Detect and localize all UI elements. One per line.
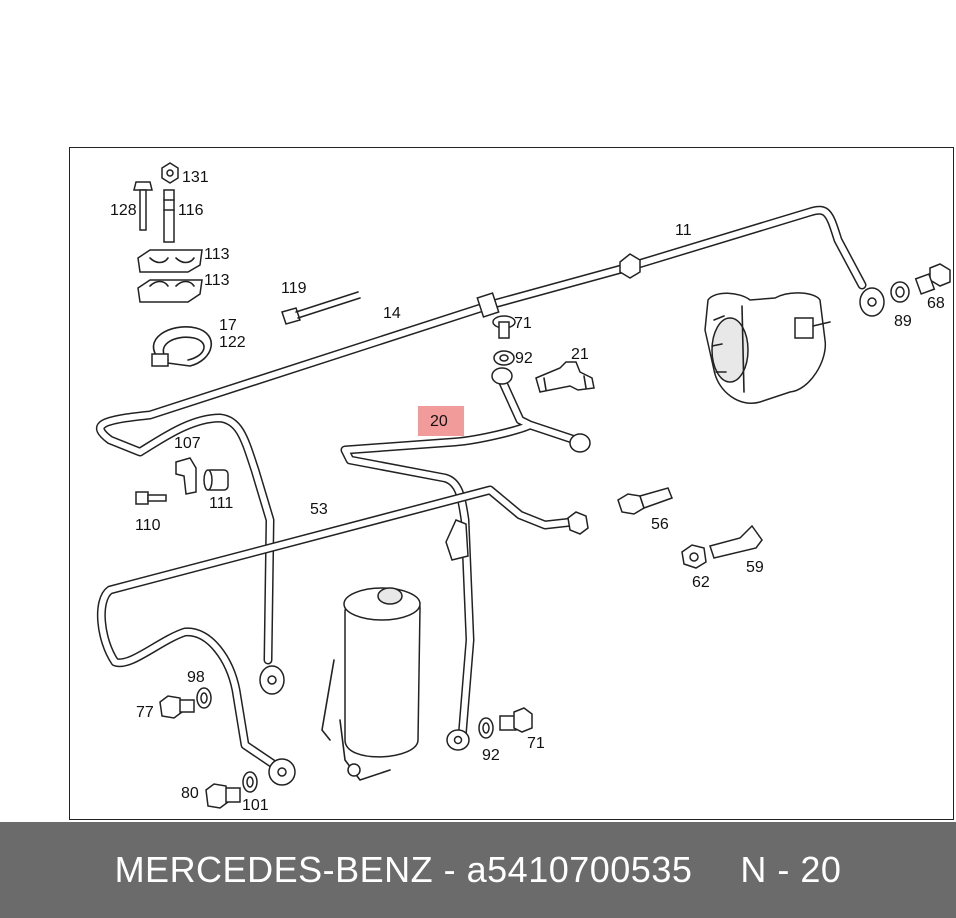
callout-21: 21 (571, 346, 589, 363)
hollow-bolt-71-upper (492, 315, 516, 339)
footer-caption: MERCEDES-BENZ - a5410700535 N - 20 (115, 849, 842, 891)
callout-62: 62 (692, 574, 710, 591)
injection-pump (704, 292, 831, 404)
callout-71-lower: 71 (527, 735, 545, 752)
fuel-line-14 (95, 263, 630, 695)
callout-14: 14 (383, 305, 401, 322)
callout-116: 116 (178, 202, 204, 219)
clip-17-122 (151, 326, 213, 367)
callout-17: 17 (219, 317, 237, 334)
callout-128: 128 (110, 202, 137, 219)
clamp-113-upper (137, 249, 203, 273)
part-number: a5410700535 (466, 849, 693, 890)
bracket-107 (175, 457, 197, 495)
nut-131 (161, 162, 179, 184)
t-connector-21 (535, 361, 595, 393)
callout-11: 11 (675, 222, 692, 239)
bolt-68 (914, 263, 951, 295)
callout-111: 111 (209, 495, 233, 512)
parts-diagram-frame (69, 147, 954, 820)
connector-59 (709, 524, 763, 559)
callout-107: 107 (174, 435, 201, 452)
callout-92-lower: 92 (482, 747, 500, 764)
callout-98: 98 (187, 669, 205, 686)
stud-116 (163, 189, 175, 243)
callout-89: 89 (894, 313, 912, 330)
callout-122: 122 (219, 334, 246, 351)
callout-92-upper: 92 (515, 350, 533, 367)
callout-113-upper: 113 (204, 246, 230, 263)
callout-77: 77 (136, 704, 154, 721)
bolt-128 (133, 181, 153, 231)
connector-56 (617, 487, 673, 515)
hollow-bolt-71-lower (499, 707, 533, 733)
bracket-filter (445, 519, 469, 561)
fuel-line-20-highlighted (340, 367, 591, 751)
footer-bar: MERCEDES-BENZ - a5410700535 N - 20 (0, 822, 956, 918)
callout-110: 110 (135, 517, 161, 534)
washer-92-upper (493, 350, 515, 366)
washer-98 (196, 687, 212, 709)
callout-119: 119 (281, 280, 307, 297)
callout-71-upper: 71 (514, 315, 532, 332)
fuel-line-53 (96, 485, 589, 786)
footer-separator: - (443, 849, 457, 890)
callout-131: 131 (182, 169, 209, 186)
washer-89 (890, 281, 910, 303)
washer-101 (242, 771, 258, 793)
clamp-113-lower (137, 279, 203, 303)
bolt-110 (135, 491, 167, 505)
callout-80: 80 (181, 785, 199, 802)
callout-113-lower: 113 (204, 272, 230, 289)
callout-56: 56 (651, 516, 669, 533)
diagram-reference: N - 20 (740, 849, 842, 890)
fuel-filter (321, 587, 421, 781)
bolt-80 (205, 783, 241, 809)
cable-tie-119 (281, 291, 361, 325)
callout-101: 101 (242, 797, 269, 814)
callout-20-highlighted: 20 (430, 413, 448, 430)
sleeve-111 (203, 469, 229, 491)
washer-92-lower (478, 717, 494, 739)
callout-68: 68 (927, 295, 945, 312)
nut-62 (681, 544, 707, 569)
bolt-77 (159, 695, 195, 719)
brand-name: MERCEDES-BENZ (114, 849, 434, 890)
callout-53: 53 (310, 501, 328, 518)
highlight-box-20 (418, 406, 464, 436)
exploded-parts-diagram: 131 128 116 113 113 119 14 11 68 89 71 9… (95, 162, 951, 814)
fuel-line-11 (619, 205, 885, 317)
callout-59: 59 (746, 559, 764, 576)
